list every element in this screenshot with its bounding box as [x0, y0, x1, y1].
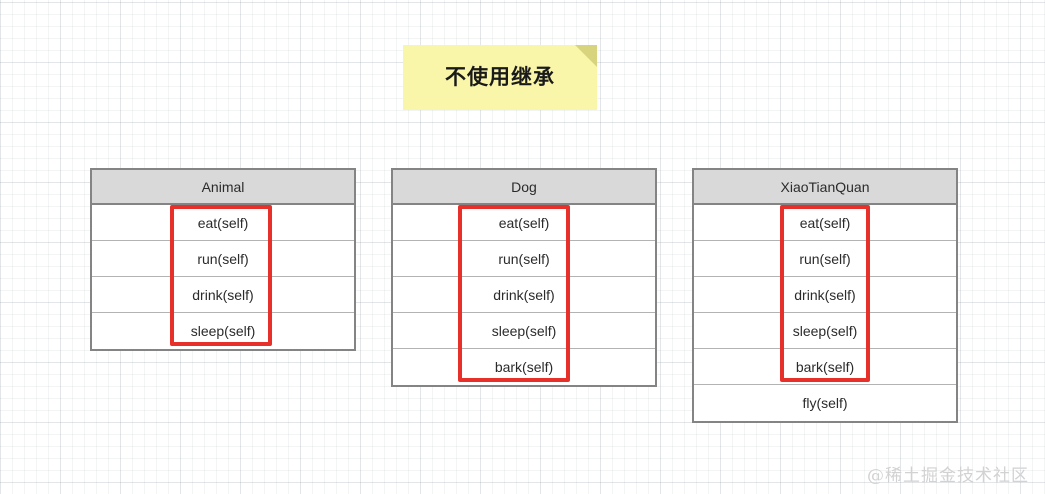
- class-method-row: fly(self): [694, 385, 956, 421]
- class-method-row: bark(self): [694, 349, 956, 385]
- class-method-row: eat(self): [694, 205, 956, 241]
- class-method-row: eat(self): [92, 205, 354, 241]
- sticky-note-fold-icon: [575, 45, 597, 67]
- class-title-dog: Dog: [393, 170, 655, 205]
- class-table-animal: Animal eat(self) run(self) drink(self) s…: [90, 168, 356, 351]
- class-table-xiaotianquan: XiaoTianQuan eat(self) run(self) drink(s…: [692, 168, 958, 423]
- class-method-row: drink(self): [393, 277, 655, 313]
- class-method-row: eat(self): [393, 205, 655, 241]
- class-title-animal: Animal: [92, 170, 354, 205]
- class-method-row: sleep(self): [393, 313, 655, 349]
- watermark: @稀土掘金技术社区: [867, 466, 1029, 486]
- class-method-row: run(self): [393, 241, 655, 277]
- class-method-row: drink(self): [92, 277, 354, 313]
- class-title-xiaotianquan: XiaoTianQuan: [694, 170, 956, 205]
- sticky-note-label: 不使用继承: [445, 65, 555, 89]
- class-method-row: run(self): [694, 241, 956, 277]
- class-method-row: drink(self): [694, 277, 956, 313]
- class-method-row: bark(self): [393, 349, 655, 385]
- class-table-dog: Dog eat(self) run(self) drink(self) slee…: [391, 168, 657, 387]
- class-method-row: sleep(self): [92, 313, 354, 349]
- sticky-note: 不使用继承: [403, 45, 597, 110]
- class-method-row: sleep(self): [694, 313, 956, 349]
- class-method-row: run(self): [92, 241, 354, 277]
